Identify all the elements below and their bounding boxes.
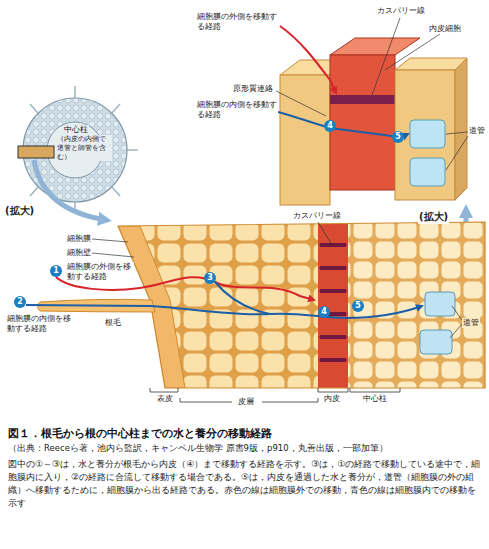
- part-label: （内皮の内側で道管と師管を含む）: [56, 135, 112, 161]
- callout-number: 2: [14, 296, 26, 308]
- endodermis-inset: [330, 55, 395, 190]
- part-label: 内皮: [323, 394, 341, 404]
- root-cross-section: [112, 104, 120, 113]
- tissue-panel: [320, 335, 346, 339]
- source-note: （出典：Reeceら著，池内ら監訳，キャンベル生物学 原書9版，p910，丸善出…: [8, 443, 483, 455]
- endodermis-inset: [280, 26, 336, 93]
- part-label: カスパリー線: [292, 211, 342, 221]
- leader-line: [92, 253, 134, 257]
- root-cross-section: [18, 86, 138, 212]
- tissue-panel: [320, 243, 346, 247]
- flow-paths: [26, 277, 422, 318]
- tissue-panel: [118, 222, 485, 388]
- callout-number: 1: [50, 265, 62, 277]
- endodermis-inset: [446, 132, 468, 134]
- tissue-panel: [348, 220, 488, 390]
- part-label: 内皮細胞: [428, 24, 462, 34]
- figure-title: 図１．根毛から根の中心柱までの水と養分の移動経路: [8, 426, 483, 441]
- part-label: 中心柱: [63, 125, 89, 134]
- endodermis-inset: [446, 136, 468, 170]
- tissue-bracket: [150, 388, 178, 392]
- part-label: 細胞壁: [66, 248, 92, 258]
- endodermis-inset: [385, 34, 440, 70]
- view-label: (拡大): [4, 204, 35, 218]
- leader-line: [452, 306, 462, 320]
- part-label: 道管: [468, 126, 486, 136]
- tissue-panel: [110, 220, 489, 390]
- endodermis-inset: [276, 91, 326, 116]
- leader-line: [318, 222, 332, 245]
- part-label: 細胞膜: [66, 234, 92, 244]
- leader-line: [92, 222, 462, 338]
- part-label: 道管: [462, 318, 480, 328]
- part-label: 細胞膜の外側を移動する経路: [196, 12, 278, 32]
- part-label: 表皮: [156, 394, 174, 404]
- tissue-panel: [110, 220, 489, 390]
- root-cross-section: [18, 146, 54, 158]
- part-label: 原形質連絡: [232, 84, 274, 94]
- endodermis-inset: [372, 18, 400, 95]
- leader-line: [450, 324, 462, 338]
- tissue-bracket: [318, 388, 348, 392]
- endodermis-inset: [410, 158, 445, 186]
- endodermis-inset: [280, 75, 330, 205]
- tissue-panel: [320, 358, 346, 362]
- figure-caption: 図中の①～③は，水と養分が根毛から内皮（④）まで移動する経路を示す。③は，①の経…: [8, 458, 482, 510]
- tissue-panel: [320, 289, 346, 293]
- flow-paths: [215, 282, 270, 314]
- root-cross-section: [30, 187, 38, 196]
- part-label: 細胞膜の内側を移動する経路: [6, 314, 72, 334]
- endodermis-inset: [330, 38, 420, 55]
- callout-number: 5: [392, 131, 404, 143]
- part-label: 中心柱: [362, 394, 388, 404]
- tissue-panel: [425, 292, 455, 316]
- enlarge-arrow: [34, 160, 106, 220]
- endodermis-inset: [330, 95, 395, 104]
- endodermis-inset: [278, 112, 408, 137]
- view-label: (拡大): [418, 210, 449, 224]
- root-cross-section: [127, 149, 138, 151]
- leader-line: [92, 239, 128, 242]
- endodermis-inset: [410, 120, 445, 148]
- callout-number: 3: [204, 272, 216, 284]
- callout-number: 5: [352, 300, 364, 312]
- callout-number: 4: [324, 120, 336, 132]
- root-cross-section: [30, 104, 38, 113]
- tissue-bracket: [350, 388, 400, 392]
- part-label: カスパリー線: [376, 6, 426, 16]
- part-label: 皮層: [237, 397, 255, 407]
- endodermis-inset: [276, 18, 468, 205]
- part-label: 細胞膜の外側を移動する経路: [66, 262, 134, 282]
- tissue-panel: [318, 220, 348, 390]
- root-cross-section: [112, 187, 120, 196]
- part-label: 細胞膜の内側を移動する経路: [196, 100, 278, 120]
- root-cross-section: [74, 86, 76, 98]
- tissue-panel: [420, 330, 452, 354]
- tissue-panel: [320, 266, 346, 270]
- part-label: 根毛: [104, 318, 122, 328]
- callout-number: 4: [318, 306, 330, 318]
- endodermis-inset: [455, 58, 467, 200]
